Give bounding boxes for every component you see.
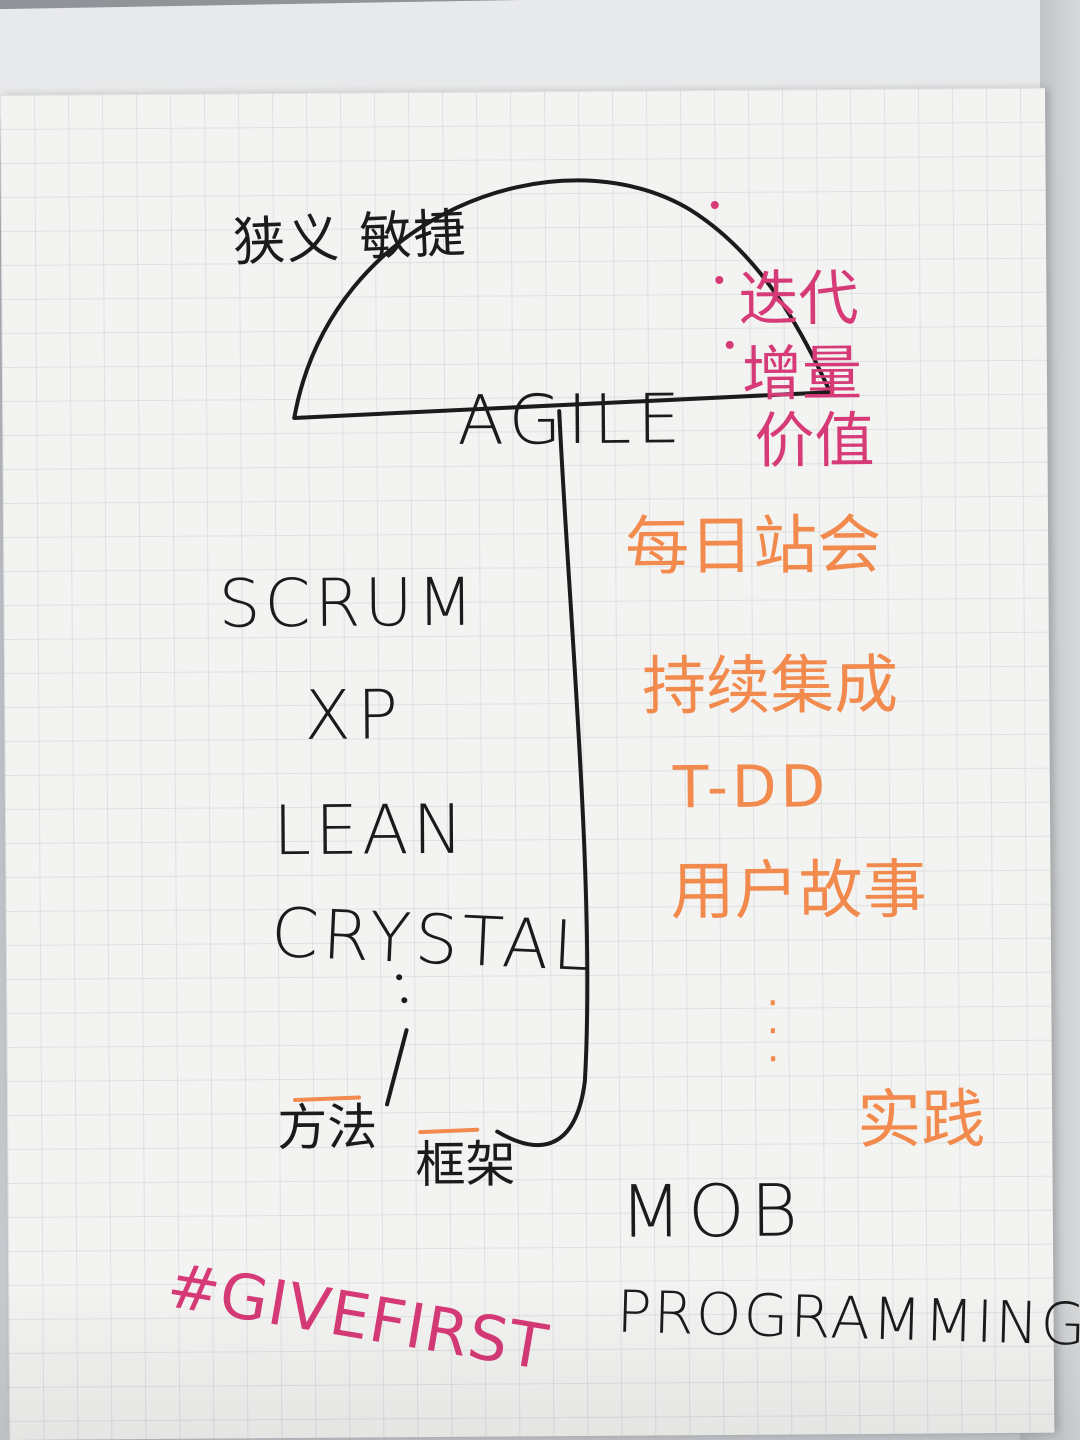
umbrella-base-line: [292, 390, 833, 420]
underline-left: [293, 1095, 362, 1102]
umbrella-drawing: [292, 178, 833, 1148]
value-worth: 价值: [754, 405, 875, 477]
method-scrum: SCRUM: [218, 563, 478, 643]
caption-frameworks: 框架: [415, 1135, 516, 1195]
ellipsis-dot: [401, 997, 408, 1004]
practices-ellipsis: · · ·: [766, 980, 780, 1083]
underline-right: [418, 1127, 480, 1135]
bullet-dot: [715, 275, 724, 284]
umbrella-handle: [495, 409, 590, 1148]
practice-tdd: T-DD: [672, 752, 830, 822]
method-crystal: CRYSTAL: [269, 893, 597, 988]
value-increment: 增量: [741, 338, 863, 410]
caption-practices: 实践: [856, 1083, 986, 1159]
practice-daily-standup: 每日站会: [624, 508, 882, 585]
mob-line-1: MOB: [619, 1168, 805, 1254]
umbrella-canopy: [292, 178, 833, 420]
umbrella-label: AGILE: [457, 380, 687, 461]
value-iteration: 迭代: [738, 264, 859, 335]
heading-narrow-agile: 狭义 敏捷: [231, 203, 469, 274]
practice-continuous-integration: 持续集成: [641, 648, 899, 725]
mob-line-2: PROGRAMMING: [615, 1277, 1080, 1359]
method-xp: XP: [304, 676, 405, 756]
caption-slash: [385, 1028, 409, 1107]
method-lean: LEAN: [272, 790, 468, 872]
caption-methods: 方法: [277, 1098, 378, 1158]
bullet-dot: [710, 201, 719, 210]
ellipsis-dot: [396, 974, 403, 981]
flipchart-sheet: 狭义 敏捷 AGILE 迭代 增量 价值 SCRUM XP LEAN CRYST…: [0, 87, 1080, 1440]
practice-user-story: 用户故事: [670, 853, 927, 930]
bullet-dot: [725, 340, 734, 349]
